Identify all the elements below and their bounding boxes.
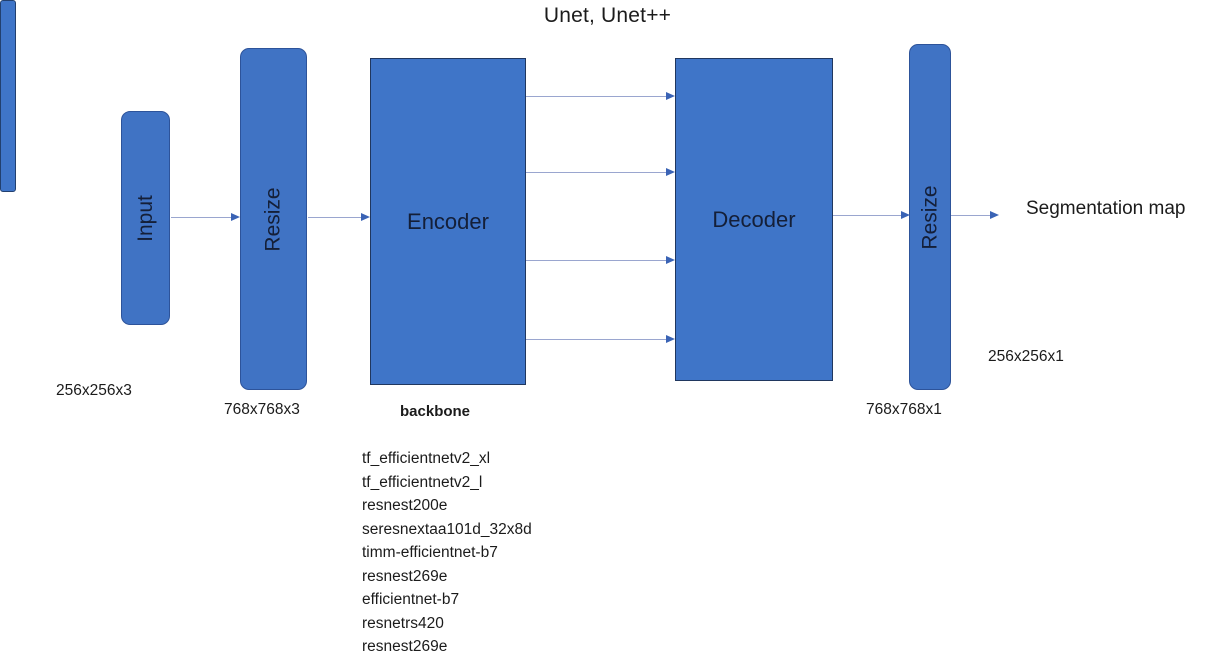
backbone-list-item: resnest269e [362, 567, 448, 585]
caption-segmentation-map-dimensions: 256x256x1 [988, 348, 1064, 365]
block-encoder-label: Encoder [407, 208, 489, 234]
backbone-list-item: efficientnet-b7 [362, 591, 460, 608]
caption-input-dimensions: 256x256x3 [56, 382, 132, 399]
skip-connection-arrow-4 [526, 335, 675, 344]
caption-backbone-heading: backbone [400, 403, 471, 420]
block-resize-input-label: Resize [261, 186, 285, 252]
backbone-list-item: resnest200e [362, 497, 448, 514]
block-decoder-label: Decoder [712, 206, 796, 232]
block-resize-output-label: Resize [918, 184, 942, 250]
skip-connection-arrow-1 [526, 92, 675, 101]
label-segmentation-map: Segmentation map [1026, 198, 1186, 219]
backbone-list-item: tf_efficientnetv2_l [362, 473, 483, 491]
block-input-label: Input [134, 194, 157, 242]
arrow-resize-to-encoder [308, 213, 370, 222]
arrow-input-to-resize [171, 213, 240, 222]
skip-connection-arrow-2 [526, 168, 675, 177]
backbone-list-item: resnetrs420 [362, 614, 444, 632]
caption-resize-input-dimensions: 768x768x3 [224, 401, 300, 418]
page-title: Unet, Unet++ [543, 4, 672, 27]
backbone-list-item: timm-efficientnet-b7 [362, 544, 498, 561]
backbone-list-item: tf_efficientnetv2_xl [362, 450, 491, 467]
arrow-decoder-to-resize [833, 211, 910, 220]
block-resize-output: Resize [909, 44, 951, 390]
backbone-list-item: resnest269e [362, 638, 448, 655]
arrow-resize-to-segmentation-map [951, 211, 999, 220]
block-input: Input [121, 111, 170, 325]
block-encoder: Encoder [370, 58, 526, 385]
block-decoder: Decoder [675, 58, 833, 381]
skip-connection-arrow-3 [526, 256, 675, 265]
backbone-list-item: seresnextaa101d_32x8d [362, 520, 532, 538]
caption-resize-output-dimensions: 768x768x1 [866, 401, 942, 418]
block-segmentation-map [0, 0, 16, 192]
block-resize-input: Resize [240, 48, 307, 390]
